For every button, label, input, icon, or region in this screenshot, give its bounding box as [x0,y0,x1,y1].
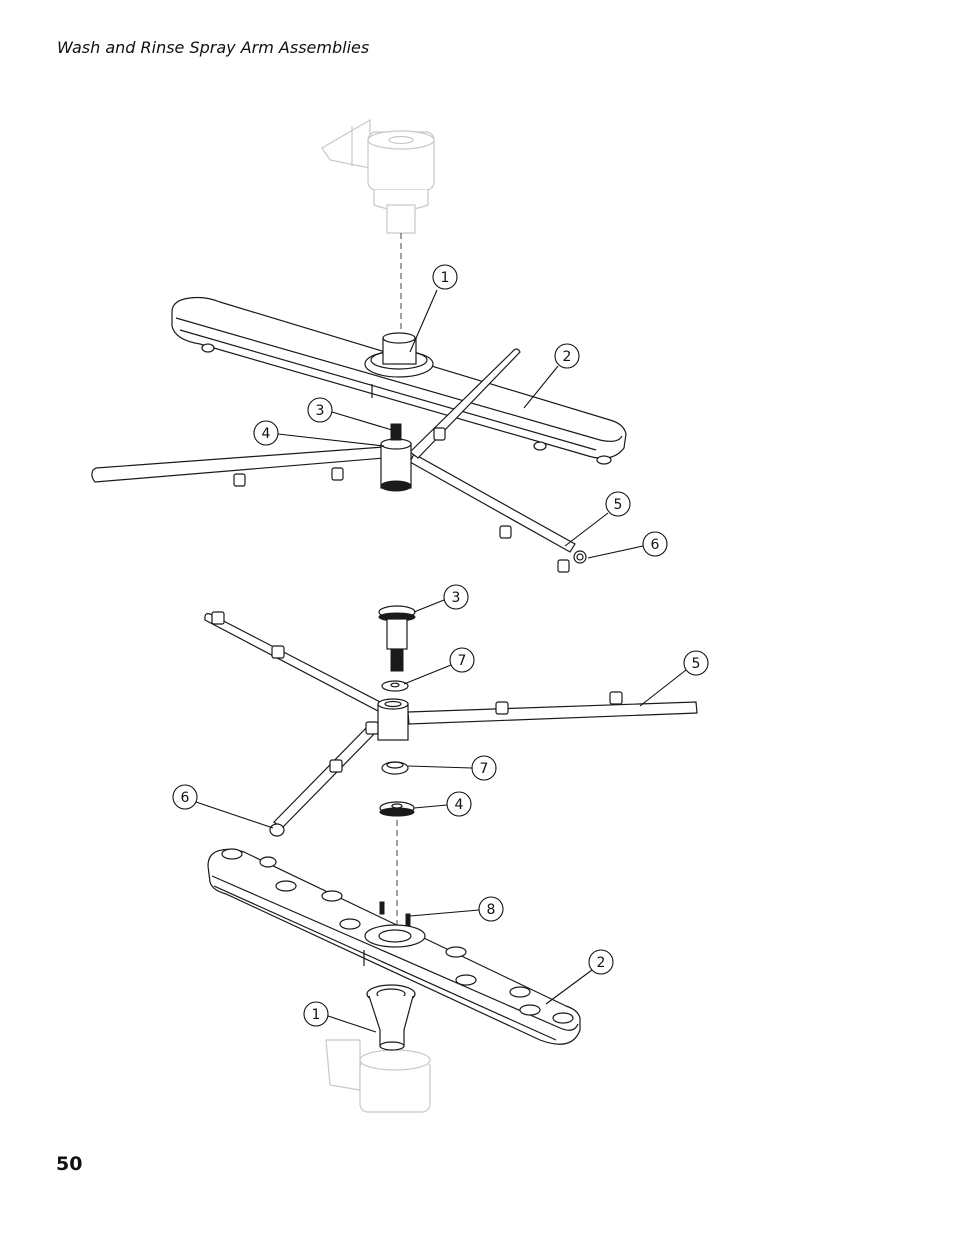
callout-lower-8: 8 [409,896,504,922]
svg-text:6: 6 [651,537,660,553]
svg-text:2: 2 [597,955,606,971]
lower-supply-fitting-ghost [325,1039,431,1113]
upper-spray-arm [171,296,627,465]
callout-lower-4: 4 [413,791,472,817]
callout-upper-4: 4 [253,420,385,447]
callout-upper-1: 1 [409,264,458,353]
upper-spray-arm-assembly [91,118,627,573]
callout-upper-2: 2 [523,343,580,409]
page-number: 50 [56,1153,83,1175]
lower-spray-arm [207,848,581,1045]
upper-supply-fitting-ghost [321,118,435,234]
callout-lower-5: 5 [639,650,709,707]
svg-text:7: 7 [480,761,489,777]
lower-callouts: 3 7 5 7 6 4 8 [172,584,709,1033]
callout-lower-3: 3 [413,584,469,613]
svg-text:5: 5 [692,656,701,672]
svg-text:6: 6 [181,790,190,806]
svg-text:7: 7 [458,653,467,669]
svg-text:1: 1 [441,270,450,286]
callout-upper-5: 5 [564,491,631,547]
svg-text:4: 4 [455,797,464,813]
svg-text:1: 1 [312,1007,321,1023]
callout-lower-7a: 7 [403,647,475,685]
svg-text:3: 3 [316,403,325,419]
lower-spray-arm-assembly [204,605,698,1113]
svg-text:3: 3 [452,590,461,606]
page-header: Wash and Rinse Spray Arm Assemblies [57,38,370,57]
upper-callouts: 1 2 3 4 5 6 [253,264,668,559]
callout-lower-1: 1 [303,1001,377,1033]
callout-lower-6: 6 [172,784,274,829]
callout-lower-2: 2 [545,949,614,1005]
upper-tube-arm [91,348,587,573]
lower-hub-column [366,984,416,1051]
svg-text:5: 5 [614,497,623,513]
svg-text:8: 8 [487,902,496,918]
callout-lower-7b: 7 [407,755,497,781]
svg-text:4: 4 [262,426,271,442]
lower-tube-arm [204,611,698,837]
callout-upper-6: 6 [587,531,668,559]
svg-text:2: 2 [563,349,572,365]
callout-upper-3: 3 [307,397,393,431]
